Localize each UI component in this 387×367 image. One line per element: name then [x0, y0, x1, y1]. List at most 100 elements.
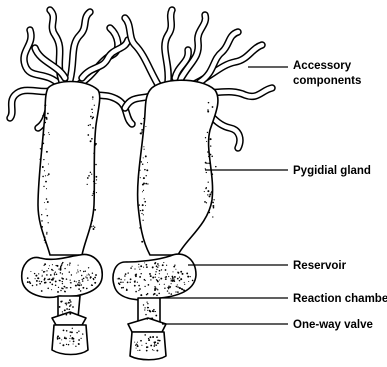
stipple-dot — [147, 310, 148, 311]
stipple-dot — [146, 169, 148, 171]
stipple-dot — [155, 311, 156, 312]
stipple-dot — [142, 184, 144, 186]
stipple-dot — [61, 277, 62, 278]
stipple-dot — [188, 281, 189, 282]
stipple-dot — [43, 186, 44, 187]
stipple-dot — [154, 343, 155, 344]
stipple-dot — [68, 309, 69, 310]
stipple-dot — [140, 133, 142, 135]
stipple-dot — [55, 280, 57, 282]
stipple-dot — [127, 272, 128, 273]
stipple-dot — [77, 271, 78, 272]
stipple-dot — [206, 202, 207, 203]
stipple-dot — [93, 228, 95, 230]
label-valve-text: One-way valve — [293, 319, 373, 331]
stipple-dot — [46, 232, 47, 233]
stipple-dot — [168, 293, 169, 294]
stipple-dot — [65, 337, 67, 339]
stipple-dot — [60, 268, 62, 270]
stipple-dot — [180, 271, 182, 273]
stipple-dot — [152, 336, 154, 338]
stipple-dot — [138, 285, 140, 287]
stipple-dot — [48, 268, 49, 269]
stipple-dot — [43, 265, 44, 266]
stipple-dot — [60, 272, 61, 273]
stipple-dot — [153, 309, 155, 311]
stipple-dot — [46, 188, 47, 189]
stipple-dot — [62, 313, 64, 315]
stipple-dot — [143, 146, 144, 147]
stipple-dot — [52, 279, 54, 281]
stipple-dot — [44, 279, 46, 281]
stipple-dot — [135, 291, 137, 293]
stipple-dot — [211, 156, 213, 158]
stipple-dot — [44, 239, 46, 241]
stipple-dot — [61, 339, 62, 340]
stipple-dot — [92, 195, 93, 196]
stipple-dot — [45, 122, 47, 124]
stipple-dot — [140, 177, 141, 178]
stipple-dot — [153, 294, 154, 295]
stipple-dot — [72, 328, 73, 329]
stipple-dot — [91, 174, 92, 175]
stipple-dot — [174, 265, 175, 266]
stipple-dot — [141, 161, 143, 163]
stipple-dot — [82, 280, 83, 281]
right-gland — [113, 10, 272, 360]
stipple-dot — [153, 350, 154, 351]
stipple-dot — [156, 288, 157, 289]
stipple-dot — [141, 213, 142, 214]
stipple-dot — [124, 275, 126, 277]
stipple-dot — [117, 278, 118, 279]
stipple-dot — [144, 334, 146, 336]
stipple-dot — [58, 337, 60, 339]
stipple-dot — [150, 345, 152, 347]
stipple-dot — [87, 279, 88, 280]
stipple-dot — [144, 262, 145, 263]
stipple-dot — [168, 276, 169, 277]
stipple-dot — [147, 303, 148, 304]
stipple-dot — [46, 198, 48, 200]
stipple-dot — [143, 177, 145, 179]
stipple-dot — [122, 282, 123, 283]
stipple-dot — [172, 281, 173, 282]
stipple-dot — [137, 282, 138, 283]
stipple-dot — [62, 283, 63, 284]
stipple-dot — [141, 131, 142, 132]
stipple-dot — [126, 289, 127, 290]
stipple-dot — [68, 302, 70, 304]
stipple-dot — [163, 262, 164, 263]
stipple-dot — [89, 274, 90, 275]
stipple-dot — [48, 222, 49, 223]
stipple-dot — [69, 313, 71, 315]
stipple-dot — [142, 220, 143, 221]
stipple-dot — [130, 267, 132, 269]
stipple-dot — [57, 291, 59, 293]
stipple-dot — [49, 134, 50, 135]
stipple-dot — [40, 148, 41, 149]
stipple-dot — [173, 280, 175, 282]
stipple-dot — [66, 308, 68, 310]
stipple-dot — [94, 277, 96, 279]
stipple-dot — [157, 342, 159, 344]
stipple-dot — [170, 278, 171, 279]
stipple-dot — [41, 281, 43, 283]
stipple-dot — [172, 271, 173, 272]
stipple-dot — [92, 272, 93, 273]
stipple-dot — [147, 293, 149, 295]
stipple-dot — [150, 317, 151, 318]
stipple-dot — [51, 284, 53, 286]
stipple-dot — [41, 220, 43, 222]
stipple-dot — [29, 281, 30, 282]
stipple-dot — [44, 282, 46, 284]
stipple-dot — [146, 264, 148, 266]
stipple-dot — [184, 282, 185, 283]
stipple-dot — [86, 275, 87, 276]
stipple-dot — [212, 216, 213, 217]
stipple-dot — [210, 145, 211, 146]
stipple-dot — [149, 336, 151, 338]
stipple-dot — [48, 173, 50, 175]
stipple-dot — [74, 281, 75, 282]
stipple-dot — [50, 274, 52, 276]
